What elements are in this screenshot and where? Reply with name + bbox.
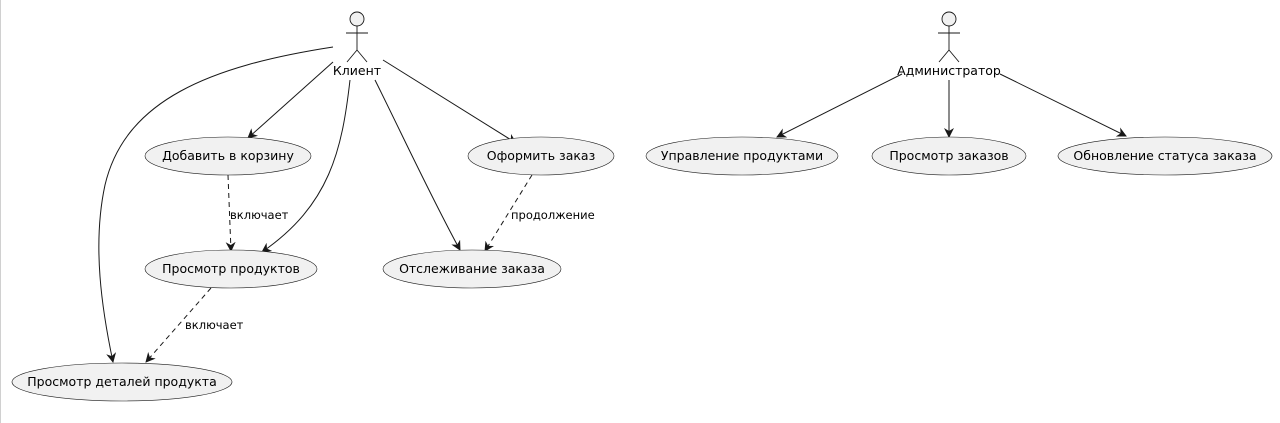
actor-client-head bbox=[349, 11, 365, 27]
relation-view-includes-details-label: включает bbox=[185, 318, 244, 332]
use-case-place-order[interactable]: Оформить заказ bbox=[467, 136, 615, 176]
edge-client-to-track-order bbox=[374, 79, 461, 251]
relation-cart-includes-view bbox=[225, 174, 236, 252]
use-case-update-order-status-shape bbox=[1057, 136, 1273, 176]
use-case-track-order-label: Отслеживание заказа bbox=[399, 261, 545, 276]
use-case-product-details[interactable]: Просмотр деталей продукта bbox=[11, 362, 233, 402]
edge-client-to-product-details bbox=[98, 46, 334, 363]
use-case-manage-products-shape bbox=[645, 136, 839, 176]
actor-client-right-leg bbox=[356, 49, 368, 63]
edge-client-to-add-to-cart bbox=[247, 61, 334, 139]
use-case-view-products[interactable]: Просмотр продуктов bbox=[144, 249, 318, 289]
use-case-place-order-label: Оформить заказ bbox=[487, 148, 595, 163]
actor-admin-label: Администратор bbox=[897, 63, 1001, 78]
use-case-manage-products[interactable]: Управление продуктами bbox=[645, 136, 839, 176]
actor-client-label: Клиент bbox=[333, 63, 381, 78]
use-case-add-to-cart-label: Добавить в корзину bbox=[162, 148, 294, 163]
use-case-view-orders-shape bbox=[871, 136, 1027, 176]
actor-client-left-leg bbox=[346, 49, 358, 63]
use-case-add-to-cart-shape bbox=[144, 136, 312, 176]
relation-view-includes-details bbox=[145, 287, 212, 363]
actor-admin-head bbox=[941, 11, 957, 27]
use-case-view-orders[interactable]: Просмотр заказов bbox=[871, 136, 1027, 176]
actor-admin[interactable]: Администратор bbox=[897, 11, 1001, 78]
actor-admin-left-leg bbox=[938, 49, 950, 63]
actor-client[interactable]: Клиент bbox=[333, 11, 381, 78]
use-case-view-orders-label: Просмотр заказов bbox=[889, 148, 1008, 163]
use-case-place-order-shape bbox=[467, 136, 615, 176]
use-case-view-products-shape bbox=[144, 249, 318, 289]
actor-admin-right-leg bbox=[948, 49, 960, 63]
use-case-update-order-status-label: Обновление статуса заказа bbox=[1073, 148, 1256, 163]
use-case-product-details-label: Просмотр деталей продукта bbox=[27, 374, 216, 389]
edge-client-to-view-products bbox=[261, 79, 351, 253]
use-case-product-details-shape bbox=[11, 362, 233, 402]
edge-admin-to-manage-products bbox=[776, 73, 903, 138]
left-frame-border bbox=[0, 0, 1, 423]
use-case-track-order-shape bbox=[382, 249, 562, 289]
relation-order-extends-track-label: продолжение bbox=[511, 208, 595, 222]
use-case-update-order-status[interactable]: Обновление статуса заказа bbox=[1057, 136, 1273, 176]
edge-admin-to-update-status bbox=[999, 73, 1127, 137]
use-case-view-products-label: Просмотр продуктов bbox=[162, 261, 300, 276]
relation-cart-includes-view-label: включает bbox=[230, 208, 289, 222]
edge-client-to-place-order bbox=[382, 59, 517, 144]
relation-order-extends-track bbox=[484, 174, 533, 252]
use-case-track-order[interactable]: Отслеживание заказа bbox=[382, 249, 562, 289]
use-case-add-to-cart[interactable]: Добавить в корзину bbox=[144, 136, 312, 176]
use-case-manage-products-label: Управление продуктами bbox=[661, 148, 823, 163]
